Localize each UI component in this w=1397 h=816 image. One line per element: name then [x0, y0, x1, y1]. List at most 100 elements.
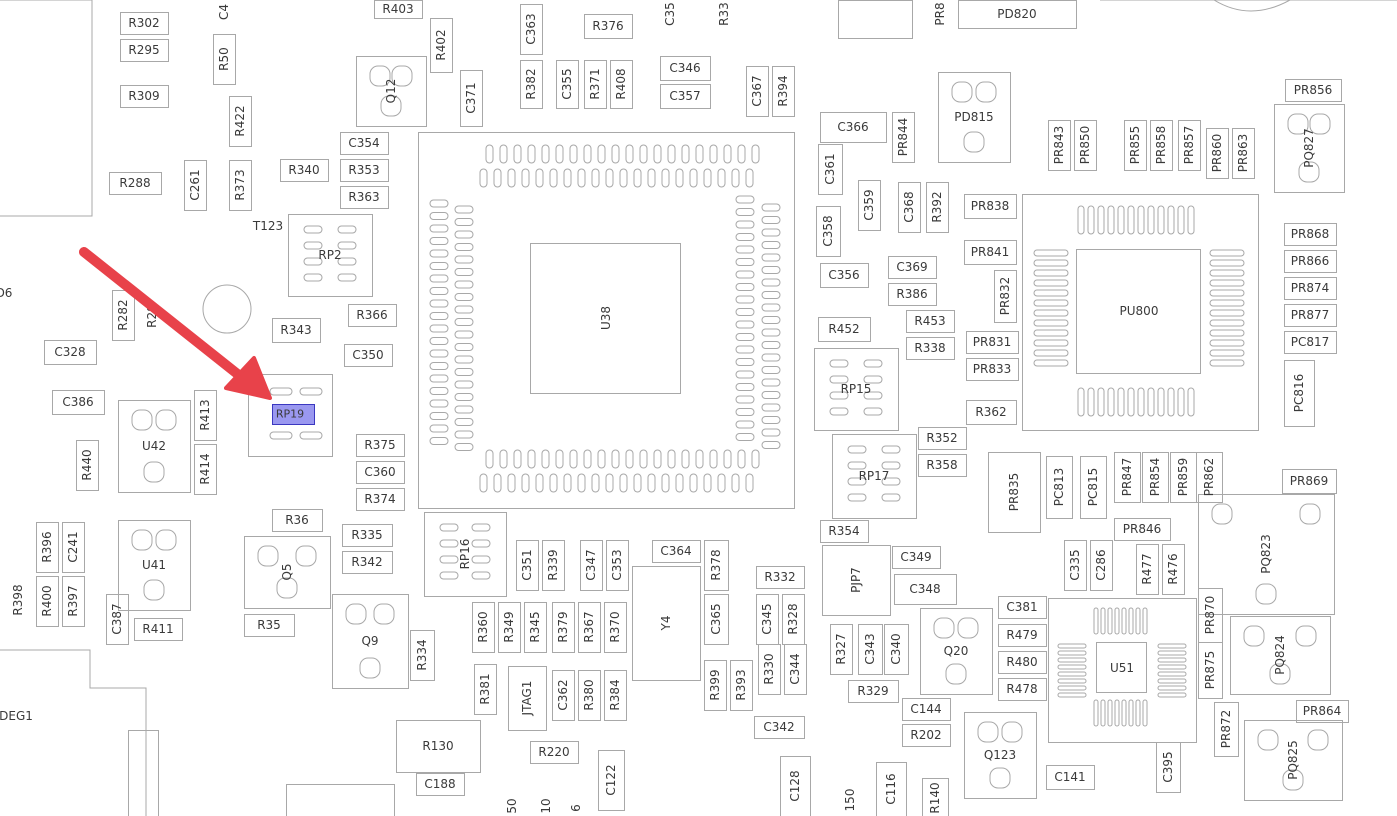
part-c116[interactable]	[876, 762, 907, 816]
part-r302[interactable]	[120, 12, 169, 35]
part-r414[interactable]	[194, 444, 217, 495]
part-r371[interactable]	[584, 60, 607, 109]
part-r334[interactable]	[410, 630, 435, 681]
part-q20[interactable]	[920, 608, 993, 695]
part-r366[interactable]	[348, 304, 397, 327]
part-c144[interactable]	[902, 698, 951, 721]
part-pq824[interactable]	[1230, 616, 1331, 695]
part-r396[interactable]	[36, 522, 59, 573]
part-pr833[interactable]	[966, 358, 1019, 381]
part-rp16[interactable]	[424, 512, 507, 597]
part-r452[interactable]	[818, 317, 871, 342]
part-r353[interactable]	[340, 159, 389, 182]
part-r393[interactable]	[730, 660, 753, 711]
part-r329[interactable]	[848, 680, 899, 703]
part-q9[interactable]	[332, 594, 409, 689]
part-pr855[interactable]	[1124, 120, 1147, 171]
part-r343[interactable]	[272, 318, 321, 343]
part-rp2[interactable]	[288, 214, 373, 297]
part-r411[interactable]	[134, 618, 183, 641]
part-r379[interactable]	[552, 602, 575, 653]
part-pq823[interactable]	[1198, 494, 1335, 615]
part-r130[interactable]	[396, 720, 481, 773]
part-pr863[interactable]	[1232, 128, 1255, 179]
part-pr860[interactable]	[1206, 128, 1229, 179]
part-pr862[interactable]	[1196, 452, 1223, 503]
part-pr832[interactable]	[994, 270, 1017, 323]
part-r354[interactable]	[820, 520, 869, 543]
part-pr847[interactable]	[1114, 452, 1141, 503]
part-r478[interactable]	[998, 678, 1047, 701]
part-pr844[interactable]	[892, 112, 915, 163]
part-c359[interactable]	[858, 180, 881, 231]
part-r36[interactable]	[272, 509, 323, 532]
part-c365[interactable]	[704, 594, 729, 645]
part-pr877[interactable]	[1284, 304, 1337, 327]
part-pr856[interactable]	[1285, 79, 1342, 102]
part-c347[interactable]	[580, 540, 603, 591]
part-r202[interactable]	[902, 724, 951, 747]
part-c368[interactable]	[898, 182, 921, 233]
part-c344[interactable]	[784, 644, 807, 695]
part-pjp7[interactable]	[822, 545, 891, 616]
part-r288[interactable]	[109, 172, 162, 195]
part-c386[interactable]	[52, 390, 105, 415]
part-r477[interactable]	[1136, 544, 1159, 595]
part-c367[interactable]	[746, 66, 769, 117]
part-u41[interactable]	[118, 520, 191, 611]
part-c358[interactable]	[816, 206, 841, 257]
part-r394[interactable]	[772, 66, 795, 117]
part-r408[interactable]	[610, 60, 633, 109]
part-pr854[interactable]	[1142, 452, 1169, 503]
part-r399[interactable]	[704, 660, 727, 711]
part-pc815[interactable]	[1080, 456, 1107, 519]
part-c363[interactable]	[520, 4, 543, 55]
part-rp19[interactable]	[248, 374, 333, 457]
part-jtag1[interactable]	[508, 666, 547, 731]
part-pr864[interactable]	[1296, 700, 1349, 723]
part-pd815[interactable]	[938, 72, 1011, 163]
part-c369[interactable]	[888, 256, 937, 279]
part-r382[interactable]	[520, 60, 543, 109]
part-c360[interactable]	[356, 461, 405, 484]
part-r397[interactable]	[62, 576, 85, 627]
part-pc816[interactable]	[1284, 360, 1315, 427]
part-pr835[interactable]	[988, 452, 1041, 533]
part-r330[interactable]	[758, 644, 781, 695]
part-r339[interactable]	[542, 540, 565, 591]
part-c371[interactable]	[460, 70, 483, 127]
part-c381[interactable]	[998, 596, 1047, 619]
part-pc813[interactable]	[1046, 456, 1073, 519]
part-r360[interactable]	[472, 602, 495, 653]
part-r349[interactable]	[498, 602, 521, 653]
part-r386[interactable]	[888, 283, 937, 306]
part-c353[interactable]	[606, 540, 629, 591]
part-c361[interactable]	[818, 144, 843, 195]
part-r140[interactable]	[922, 778, 949, 816]
part-c286[interactable]	[1090, 540, 1113, 591]
part-r380[interactable]	[578, 670, 601, 721]
part-pq825[interactable]	[1244, 720, 1343, 801]
part-u51[interactable]	[1048, 598, 1197, 743]
part-r220[interactable]	[530, 741, 579, 764]
part-r338[interactable]	[906, 337, 955, 360]
part-pr841[interactable]	[964, 240, 1017, 265]
part-c348[interactable]	[894, 574, 957, 605]
part-r309[interactable]	[120, 85, 169, 108]
part-r375[interactable]	[356, 434, 405, 457]
part-r50[interactable]	[213, 34, 236, 85]
part-r35[interactable]	[244, 614, 295, 637]
part-pu800[interactable]	[1022, 194, 1259, 431]
part-r476[interactable]	[1162, 544, 1185, 595]
part-r378[interactable]	[704, 540, 729, 591]
part-r362[interactable]	[966, 400, 1017, 425]
part-c346[interactable]	[660, 56, 711, 81]
part-pr843[interactable]	[1048, 120, 1071, 171]
part-r453[interactable]	[906, 310, 955, 333]
part-c343[interactable]	[858, 624, 883, 675]
part-c141[interactable]	[1046, 765, 1095, 790]
part-r363[interactable]	[340, 186, 389, 209]
part-c354[interactable]	[340, 132, 389, 155]
part-pr846[interactable]	[1114, 518, 1171, 541]
part-c366[interactable]	[820, 112, 887, 143]
